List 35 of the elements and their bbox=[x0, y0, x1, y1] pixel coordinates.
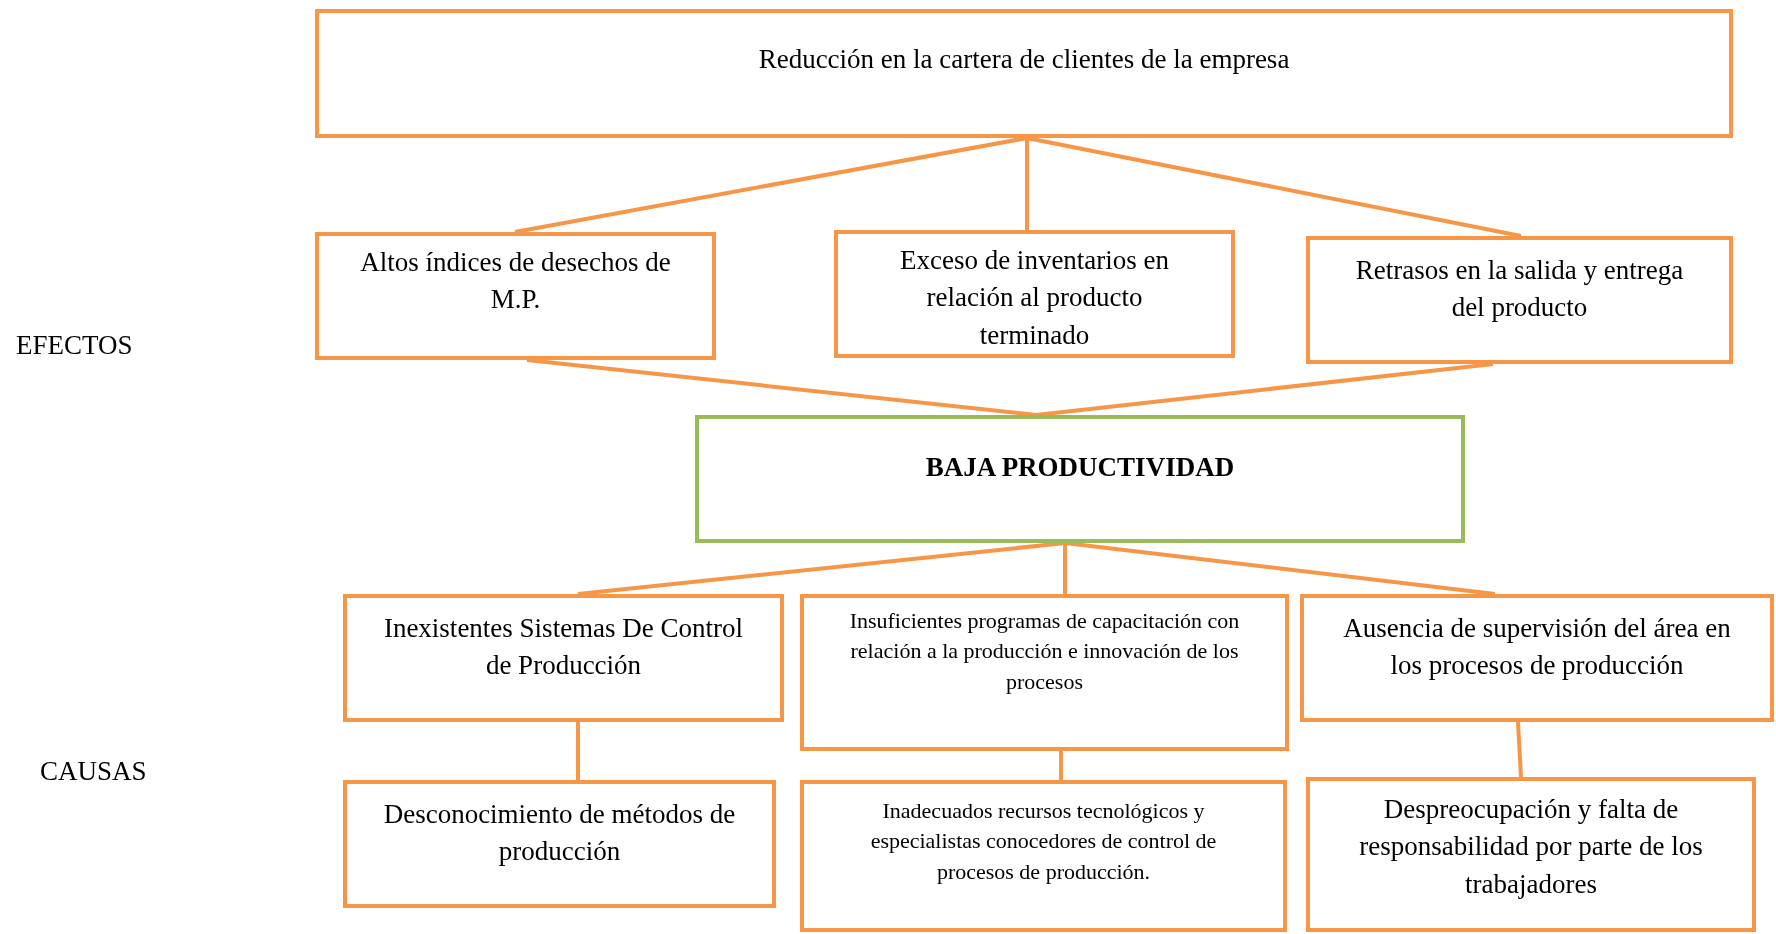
process-box bbox=[343, 594, 784, 722]
box-text: Retrasos en la salida y entrega del producto bbox=[1354, 254, 1685, 325]
box-text: BAJA PRODUCTIVIDAD bbox=[924, 451, 1236, 484]
process-box bbox=[315, 232, 716, 360]
connector-line bbox=[1064, 541, 1496, 596]
connector-line bbox=[1025, 138, 1029, 230]
box-text: Inadecuados recursos tecnológicos y especialistas conocedores de control de procesos de producción. bbox=[869, 797, 1218, 886]
section-label: CAUSAS bbox=[40, 756, 147, 787]
connector-line bbox=[526, 358, 1037, 417]
process-box bbox=[315, 9, 1733, 138]
section-label: EFECTOS bbox=[16, 330, 133, 361]
connector-line bbox=[1035, 362, 1494, 417]
process-box bbox=[1306, 236, 1733, 364]
box-text: Ausencia de supervisión del área en los procesos de producción bbox=[1342, 612, 1732, 683]
box-text: Desconocimiento de métodos de producción bbox=[382, 798, 737, 869]
box-text: Inexistentes Sistemas De Control de Producción bbox=[382, 612, 745, 683]
process-box bbox=[800, 594, 1289, 751]
process-box bbox=[1300, 594, 1774, 722]
connector-line bbox=[1059, 751, 1063, 780]
process-box bbox=[1306, 777, 1756, 932]
box-text: Altos índices de desechos de M.P. bbox=[359, 246, 672, 317]
connector-line bbox=[514, 136, 1028, 234]
box-text: Despreocupación y falta de responsabilidad por parte de los trabajadores bbox=[1358, 793, 1704, 901]
connector-line bbox=[576, 722, 580, 780]
connector-line bbox=[577, 541, 1066, 596]
process-box bbox=[800, 780, 1287, 932]
connector-line bbox=[1026, 136, 1522, 238]
process-box bbox=[343, 780, 776, 908]
box-text: Insuficientes programas de capacitación con relación a la producción e innovación de los procesos bbox=[848, 607, 1241, 696]
central-problem-box bbox=[695, 415, 1465, 543]
process-box bbox=[834, 230, 1235, 358]
connector-line bbox=[1516, 721, 1523, 778]
connector-line bbox=[1063, 543, 1067, 594]
box-text: Reducción en la cartera de clientes de la empresa bbox=[757, 43, 1291, 76]
box-text: Exceso de inventarios en relación al producto terminado bbox=[898, 244, 1171, 352]
